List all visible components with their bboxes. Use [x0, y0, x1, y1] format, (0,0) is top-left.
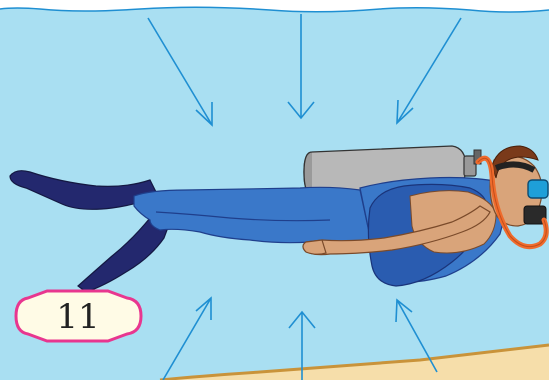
- page-number-badge: 11: [16, 291, 141, 341]
- diving-mask: [528, 180, 548, 198]
- page-number: 11: [56, 297, 99, 337]
